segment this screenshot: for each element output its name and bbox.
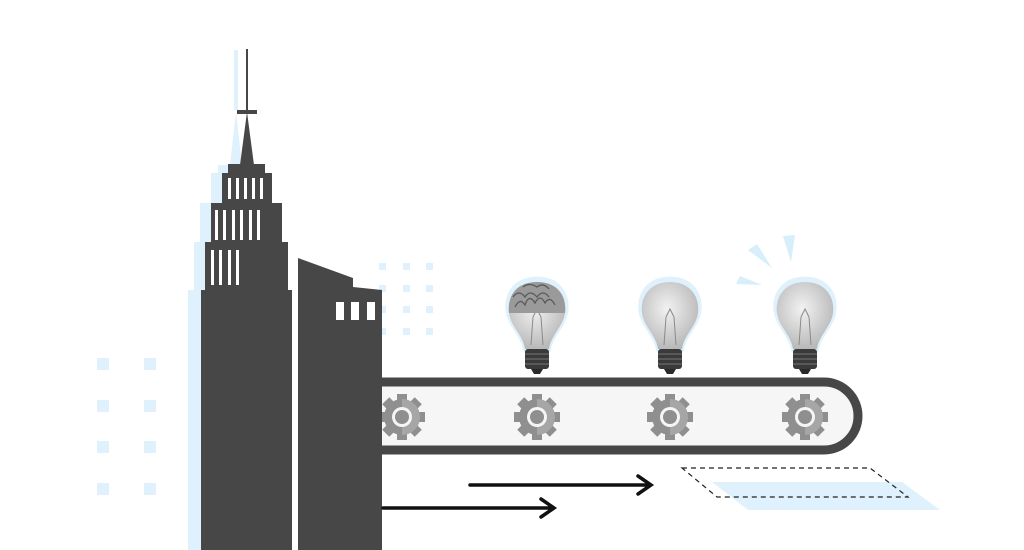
gear-icon: [782, 394, 828, 440]
skyscraper-windows: [211, 178, 263, 285]
brain-bulb-icon: [504, 276, 570, 375]
gear-icon: [647, 394, 693, 440]
light-bulb-icon: [637, 276, 703, 375]
building-icon: [298, 258, 382, 550]
platform-outline: [680, 467, 910, 498]
dot-grid-left: [97, 358, 156, 495]
arrow-right-icon: [468, 474, 655, 496]
skyscraper-icon: [201, 49, 292, 550]
gear-icon: [379, 394, 425, 440]
conveyor-belt-icon: [335, 377, 863, 455]
arrow-right-icon: [381, 497, 558, 519]
platform-shadow: [712, 482, 940, 510]
light-bulb-icon: [772, 276, 838, 375]
dot-grid-right: [379, 263, 433, 335]
sparkle-icon: [736, 235, 795, 285]
gear-icon: [514, 394, 560, 440]
